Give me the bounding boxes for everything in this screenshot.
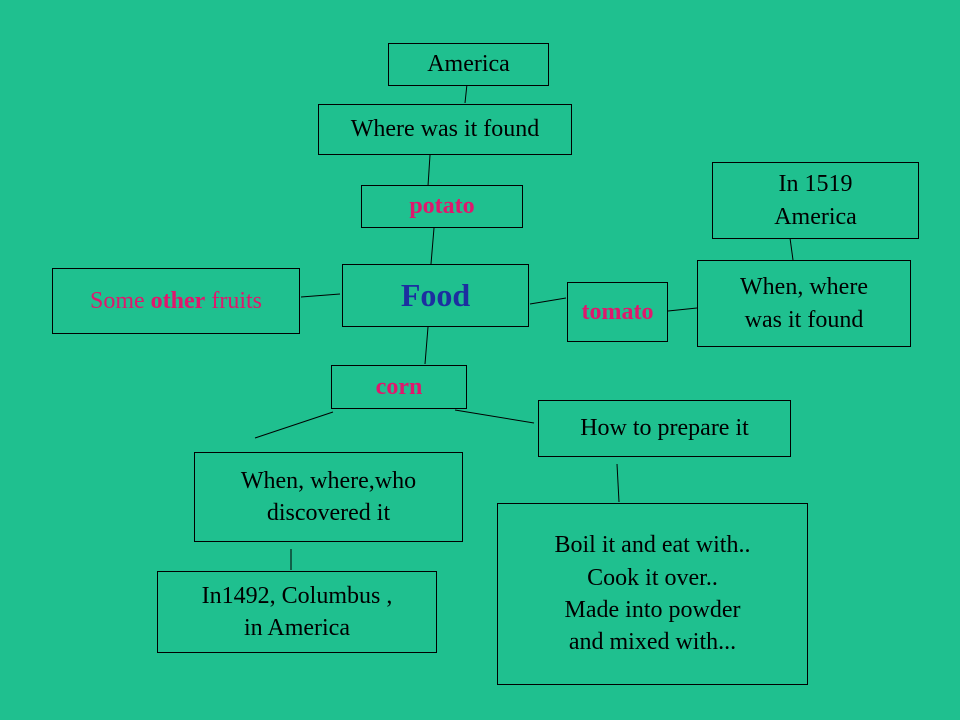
when-where-found-text: When, where was it found (740, 274, 868, 333)
tomato-box: tomato (567, 282, 668, 342)
columbus-text: In1492, Columbus , in America (201, 582, 393, 641)
other-fruits-label: Some other fruits (90, 287, 262, 314)
when-where-who-text: When, where,who discovered it (240, 467, 417, 526)
boil-text: Boil it and eat with.. Cook it over.. Ma… (554, 532, 751, 656)
connector-corn-prepare (454, 409, 535, 424)
tomato-label: tomato (581, 298, 654, 325)
corn-box: corn (331, 365, 467, 409)
connector-1519-when (789, 237, 794, 261)
how-prepare-box: How to prepare it (538, 400, 791, 457)
connector-corn-whenwho (254, 411, 334, 439)
other-fruits-box: Some other fruits (52, 268, 300, 334)
corn-label: corn (375, 373, 423, 400)
connector-food-corn (424, 326, 429, 365)
america-box: America (388, 43, 549, 86)
columbus-box: In1492, Columbus , in America (157, 571, 437, 653)
when-where-who-box: When, where,who discovered it (194, 452, 463, 542)
where-found-label: Where was it found (350, 116, 540, 143)
food-label: Food (400, 276, 471, 313)
how-prepare-label: How to prepare it (580, 415, 749, 442)
connector-america-where (464, 83, 468, 104)
in-1519-box: In 1519 America (712, 162, 919, 239)
connector-prepare-boil (616, 463, 620, 503)
boil-box: Boil it and eat with.. Cook it over.. Ma… (497, 503, 808, 685)
connector-where-potato (427, 154, 431, 187)
in-1519-text: In 1519 America (774, 171, 857, 230)
potato-box: potato (361, 185, 523, 228)
where-found-box: Where was it found (318, 104, 572, 155)
when-where-found-box: When, where was it found (697, 260, 911, 347)
connector-other-food (300, 293, 341, 298)
america-label: America (427, 51, 510, 78)
food-box: Food (342, 264, 529, 327)
connector-food-tomato (529, 297, 567, 305)
connector-tomato-when (667, 307, 698, 312)
potato-label: potato (409, 193, 475, 220)
connector-potato-food (430, 227, 435, 265)
